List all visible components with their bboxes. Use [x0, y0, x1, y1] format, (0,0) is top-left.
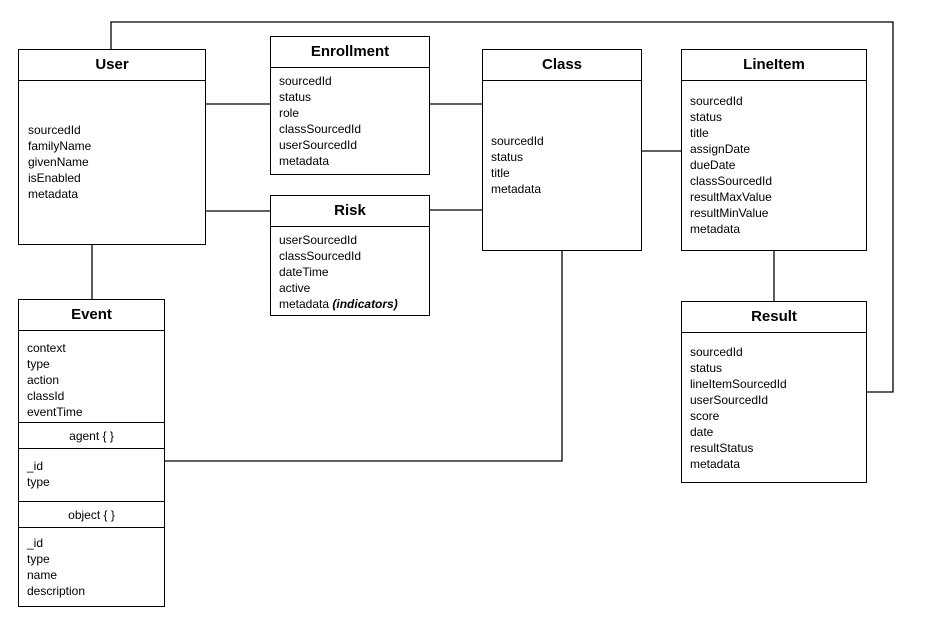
risk-field-metadata: metadata (indicators)	[279, 296, 429, 312]
risk-entity-title: Risk	[271, 196, 429, 227]
result-field: resultStatus	[690, 441, 754, 455]
event-field-list: context type action classId eventTime	[19, 331, 164, 420]
event-object-field: _id	[27, 536, 44, 550]
class-field: metadata	[491, 182, 542, 196]
risk-field-metadata-note: (indicators)	[332, 297, 398, 311]
result-field: score	[690, 409, 720, 423]
event-entity-title: Event	[19, 300, 164, 331]
enrollment-field: userSourcedId	[279, 138, 358, 152]
class-entity-title: Class	[483, 50, 641, 81]
event-field: eventTime	[27, 405, 83, 419]
result-field: metadata	[690, 457, 741, 471]
risk-field: userSourcedId	[279, 233, 358, 247]
risk-field-list: userSourcedId classSourcedId dateTime ac…	[271, 227, 429, 312]
result-field: date	[690, 425, 714, 439]
lineitem-entity-title: LineItem	[682, 50, 866, 81]
lineitem-field: resultMaxValue	[690, 190, 772, 204]
event-agent-header: agent { }	[19, 423, 164, 449]
lineitem-field: classSourcedId	[690, 174, 773, 188]
event-object-field: description	[27, 584, 86, 598]
class-field: title	[491, 166, 510, 180]
event-agent-section: agent { } _id type	[19, 423, 164, 502]
enrollment-entity[interactable]: Enrollment sourcedId status role classSo…	[270, 36, 430, 175]
result-field: lineItemSourcedId	[690, 377, 787, 391]
lineitem-field-list: sourcedId status title assignDate dueDat…	[682, 81, 866, 237]
user-field: familyName	[28, 139, 92, 153]
user-entity-title: User	[19, 50, 205, 81]
risk-field: active	[279, 281, 311, 295]
risk-field: dateTime	[279, 265, 329, 279]
event-field: classId	[27, 389, 65, 403]
event-main-section: context type action classId eventTime	[19, 331, 164, 423]
event-class-link	[165, 250, 563, 462]
event-entity[interactable]: Event context type action classId eventT…	[18, 299, 165, 607]
class-field: status	[491, 150, 524, 164]
event-field: type	[27, 357, 50, 371]
result-field: userSourcedId	[690, 393, 769, 407]
enrollment-field: status	[279, 90, 312, 104]
lineitem-entity[interactable]: LineItem sourcedId status title assignDa…	[681, 49, 867, 251]
result-field-list: sourcedId status lineItemSourcedId userS…	[682, 333, 866, 472]
lineitem-field: resultMinValue	[690, 206, 769, 220]
lineitem-field: assignDate	[690, 142, 751, 156]
event-object-section: object { } _id type name description	[19, 502, 164, 599]
class-field-list: sourcedId status title metadata	[483, 81, 641, 197]
enrollment-field: role	[279, 106, 300, 120]
user-result-link	[110, 21, 894, 393]
event-agent-field-list: _id type	[19, 449, 164, 490]
risk-field: classSourcedId	[279, 249, 362, 263]
risk-entity[interactable]: Risk userSourcedId classSourcedId dateTi…	[270, 195, 430, 316]
enrollment-entity-title: Enrollment	[271, 37, 429, 68]
class-field: sourcedId	[491, 134, 544, 148]
user-field: metadata	[28, 187, 79, 201]
lineitem-field: metadata	[690, 222, 741, 236]
event-field: context	[27, 341, 66, 355]
result-field: sourcedId	[690, 345, 743, 359]
user-field: givenName	[28, 155, 89, 169]
event-field: action	[27, 373, 60, 387]
result-entity-title: Result	[682, 302, 866, 333]
enrollment-field: sourcedId	[279, 74, 332, 88]
class-entity[interactable]: Class sourcedId status title metadata	[482, 49, 642, 251]
result-field: status	[690, 361, 723, 375]
lineitem-field: sourcedId	[690, 94, 743, 108]
risk-field-metadata-name: metadata	[279, 297, 330, 311]
event-object-field: type	[27, 552, 50, 566]
user-field: isEnabled	[28, 171, 81, 185]
lineitem-field: title	[690, 126, 709, 140]
lineitem-field: dueDate	[690, 158, 736, 172]
event-object-field: name	[27, 568, 58, 582]
user-field: sourcedId	[28, 123, 81, 137]
event-agent-field: _id	[27, 459, 44, 473]
enrollment-field: metadata	[279, 154, 330, 168]
lineitem-field: status	[690, 110, 723, 124]
user-field-list: sourcedId familyName givenName isEnabled…	[19, 81, 205, 202]
enrollment-field-list: sourcedId status role classSourcedId use…	[271, 68, 429, 169]
event-object-header: object { }	[19, 502, 164, 528]
result-entity[interactable]: Result sourcedId status lineItemSourcedI…	[681, 301, 867, 483]
enrollment-field: classSourcedId	[279, 122, 362, 136]
event-agent-field: type	[27, 475, 50, 489]
user-entity[interactable]: User sourcedId familyName givenName isEn…	[18, 49, 206, 245]
event-object-field-list: _id type name description	[19, 528, 164, 599]
